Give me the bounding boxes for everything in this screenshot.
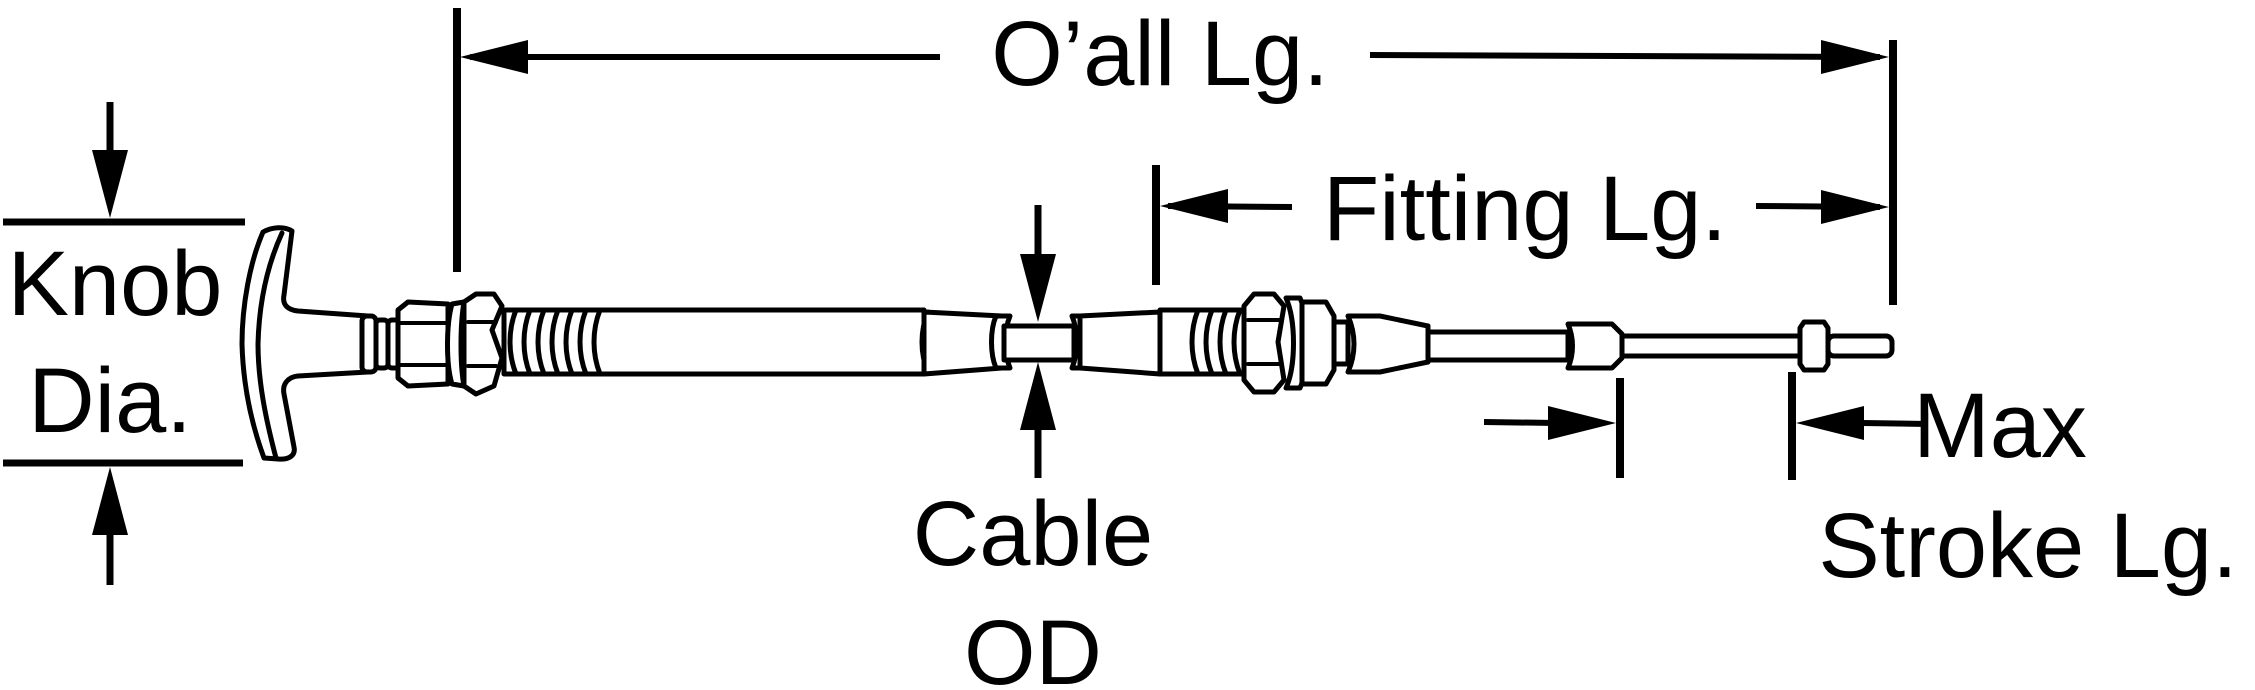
control-thread-1: [507, 307, 519, 377]
cable-bottom-arrowhead: [1020, 362, 1056, 430]
fitting-right-arrowhead: [1821, 190, 1889, 224]
knob-diameter-dimension: [3, 102, 245, 585]
overall-right-arrowhead: [1821, 40, 1889, 74]
engine-thread-2: [1203, 307, 1215, 377]
cable-top-arrowhead: [1020, 254, 1056, 322]
stroke-right-arrowhead: [1796, 406, 1864, 440]
engine-conduit-taper: [1077, 309, 1163, 377]
control-thread-4: [549, 307, 561, 377]
engine-nut: [1241, 291, 1287, 395]
engine-threaded-fitting: [1157, 307, 1247, 377]
engine-thread-3: [1217, 307, 1229, 377]
stroke-label-line2: Stroke Lg.: [1818, 495, 2237, 597]
control-nut: [461, 291, 505, 397]
stroke-left-arrowhead: [1548, 406, 1616, 440]
fitting-length-dimension: [1152, 165, 1889, 285]
fitting-left-arrowhead: [1160, 189, 1228, 223]
stroke-label-line1: Max: [1913, 375, 2087, 477]
t-handle-knob: [239, 225, 371, 462]
output-rod: [1425, 329, 1571, 363]
engine-thread-1: [1189, 307, 1201, 377]
knob-label-line1: Knob: [8, 233, 223, 335]
engine-thread-4: [1231, 307, 1243, 377]
rod-end-nut: [1797, 319, 1831, 373]
knob-bottom-arrowhead: [92, 467, 128, 535]
control-thread-6: [577, 307, 589, 377]
control-thread-7: [591, 307, 603, 377]
engine-sleeve-collar: [1331, 319, 1351, 367]
bushing: [395, 299, 451, 389]
overall-left-arrowhead: [460, 40, 528, 74]
rod-end-tip: [1825, 333, 1895, 359]
cable-conduit: [1001, 323, 1077, 363]
cable-assembly: [239, 225, 1895, 462]
cable-label-line1: Cable: [913, 483, 1153, 585]
engine-hub: [1345, 313, 1431, 375]
knob-top-arrowhead: [92, 150, 128, 218]
overall-length-dimension: [453, 8, 1897, 305]
control-thread-5: [563, 307, 575, 377]
overall-length-label: O’all Lg.: [991, 3, 1329, 105]
stroke-length-dimension: [1483, 372, 1929, 480]
t-handle-inner-curve: [255, 230, 285, 461]
cable-od-dimension: [1020, 205, 1056, 478]
cable-label-line2: OD: [964, 602, 1102, 690]
extended-rod: [1619, 333, 1805, 359]
control-thread-3: [535, 307, 547, 377]
engine-sleeve: [1299, 299, 1337, 387]
fitting-length-label: Fitting Lg.: [1323, 158, 1727, 260]
rod-joint: [1565, 321, 1625, 371]
knob-label-line2: Dia.: [28, 350, 192, 452]
stroke-left-leader: [1483, 419, 1557, 426]
control-thread-2: [521, 307, 533, 377]
stroke-right-leader: [1861, 420, 1929, 427]
overall-right-leader: [1369, 52, 1881, 60]
